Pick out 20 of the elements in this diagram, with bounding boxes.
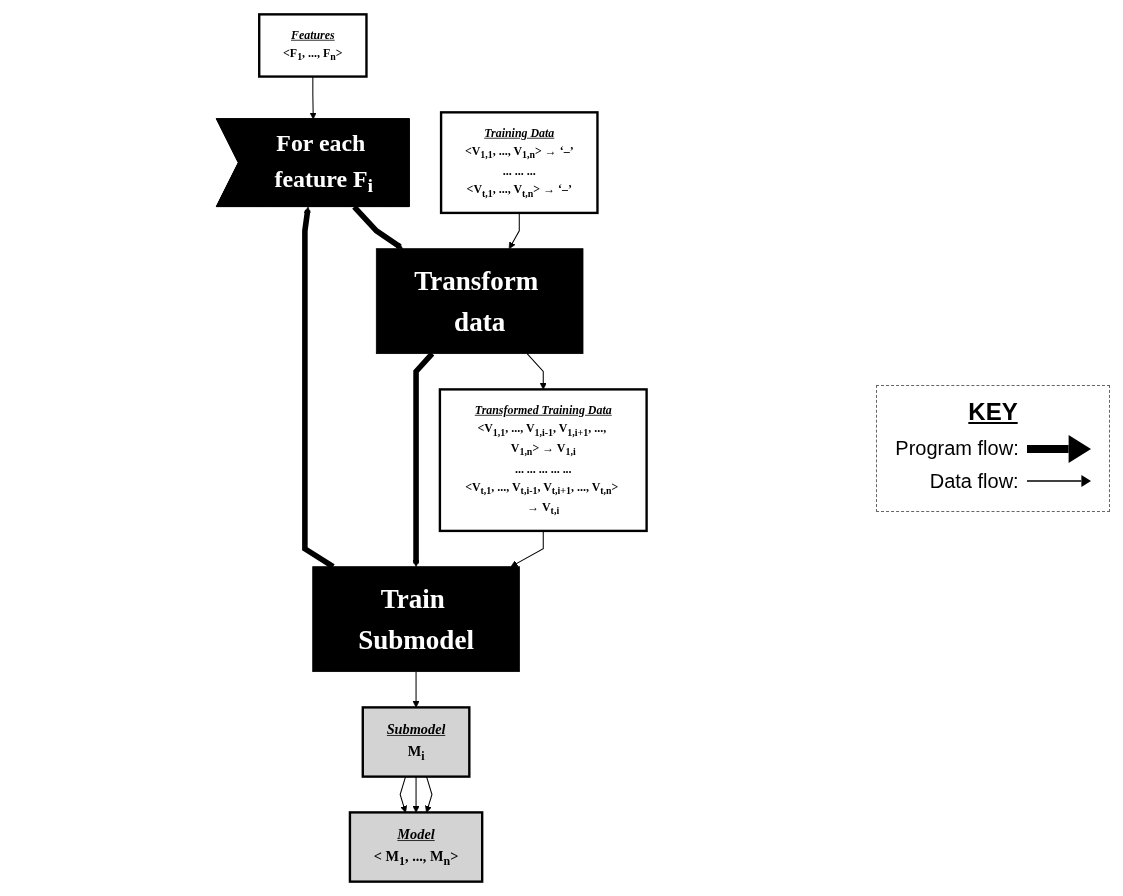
key-heading: KEY — [967, 397, 1019, 426]
node-box — [361, 706, 471, 778]
arrow — [510, 530, 544, 567]
arrow — [412, 776, 420, 813]
flowchart: Features <F$_{1}$, ..., F$_{n}$> For each feature F$_{i}$ Training Data <V$_{1,1}$, ..., V$_{1,n}$> → ‘–’ ... ... ... <V$_{t,1}$, ..., V$_{t,n}$> → ‘–’ Transform data Transformed Training Data <V$_{1,1}$, ..., V$_{1,i-1}$, V$_{1,i+1}$, ..., V$_{1,n}$> → V$_{1,i}$ ... ... ... ... ... <V$_{t,1}$, ..., V$_{t,i-1}$, V$_{t,i+1}$, ..., V$_{t,n}$> → V$_{t,i}$ Train Submodel Submodel M$_{i}$ Model < M$_{1}$, ..., M$_{n}$> — [0, 8, 863, 888]
arrow — [309, 76, 317, 120]
arrow — [425, 776, 433, 813]
node-box — [375, 248, 584, 354]
arrow — [352, 205, 403, 250]
arrow — [526, 353, 547, 390]
legend-text: Data flow: — [929, 469, 1019, 493]
node-box — [439, 111, 599, 215]
arrow — [399, 776, 408, 813]
node-box — [438, 388, 648, 533]
arrow — [412, 671, 420, 708]
node-box — [258, 13, 368, 78]
node-box — [348, 811, 484, 883]
arrow — [508, 212, 520, 249]
legend-text: Program flow: — [895, 437, 1019, 460]
node-box — [312, 566, 520, 672]
